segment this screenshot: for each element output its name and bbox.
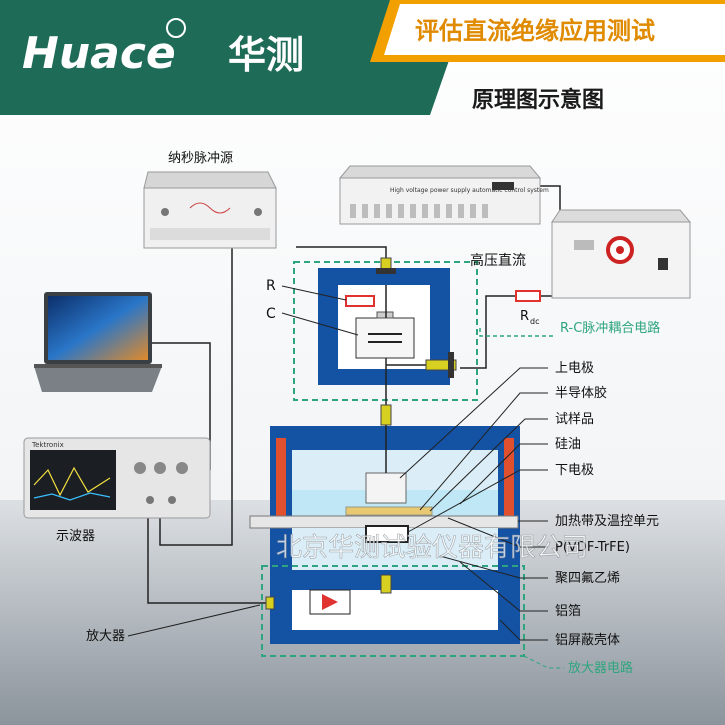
pulse-source-device — [143, 171, 277, 249]
heater-left — [276, 438, 286, 524]
wire-pulse-to-scope — [159, 245, 233, 546]
pulse-source-label: 纳秒脉冲源 — [168, 151, 233, 166]
subtitle: 原理图示意图 — [472, 87, 604, 113]
wire-scope-to-amp — [147, 510, 270, 604]
rc-label-connector — [479, 328, 556, 337]
callout-label: 铝屏蔽壳体 — [555, 633, 620, 648]
rc-circuit-label: R-C脉冲耦合电路 — [560, 320, 660, 336]
leader-silicone-oil — [459, 443, 548, 505]
leader-pvdf — [447, 517, 548, 548]
sample-film — [345, 506, 433, 516]
hv-supply-rack — [338, 165, 542, 225]
brand-cn: 华测 — [228, 33, 304, 77]
r-leader — [281, 285, 347, 301]
callout-label: 上电极 — [555, 361, 594, 376]
callout-label: 硅油 — [555, 437, 581, 452]
insulator-bottom — [380, 574, 392, 594]
insulator-top-collar — [376, 268, 396, 274]
amp-circuit-label: 放大器电路 — [568, 660, 633, 676]
amplifier-label: 放大器 — [86, 629, 125, 644]
callout-label: 加热带及温控单元 — [555, 514, 659, 529]
r-label: R — [266, 278, 276, 294]
rdc-subscript: dc — [530, 317, 539, 326]
insulator-mid — [380, 404, 392, 426]
capacitor-cap — [376, 311, 394, 319]
header: Huace 华测 评估直流绝缘应用测试 原理图示意图 — [0, 0, 725, 115]
leader-al-shield — [499, 619, 548, 641]
leader-semiconductive — [419, 392, 548, 511]
callout-label: 试样品 — [555, 412, 594, 427]
leader-upper-electrode — [399, 367, 548, 479]
leader-sample — [429, 418, 548, 512]
hv-supply-label: 高压直流 — [470, 252, 526, 269]
watermark: 北京华测试验仪器有限公司 — [276, 533, 588, 563]
insulator-side-collar — [448, 352, 454, 378]
callout-label: P(VDF-TrFE) — [555, 540, 630, 555]
title-banner-inner — [384, 4, 725, 55]
oscilloscope-brand: Tektronix — [31, 441, 64, 449]
c-label: C — [266, 306, 276, 322]
lower-electrode — [365, 525, 409, 543]
callout-label: 铝箔 — [555, 603, 581, 619]
leader-amplifier — [127, 604, 261, 637]
callout-leaders — [127, 367, 564, 669]
logo-text: Huace — [22, 28, 176, 79]
upper-electrode — [365, 472, 407, 504]
resistor-r — [345, 295, 375, 307]
rdc-label: R — [520, 309, 529, 324]
leader-ptfe — [439, 555, 548, 579]
leader-lower-electrode — [407, 469, 548, 533]
logo-globe-icon — [166, 18, 186, 38]
amp-connector — [265, 596, 275, 610]
capacitor-box — [355, 317, 415, 359]
resistor-rdc — [515, 290, 541, 302]
insulator-side — [425, 359, 457, 371]
amp-circuit-box — [261, 565, 525, 657]
hv-unit — [551, 209, 692, 299]
banner-title: 评估直流绝缘应用测试 — [415, 17, 655, 45]
callout-label: 半导体胶 — [555, 385, 607, 401]
callout-label: 聚四氟乙烯 — [555, 571, 620, 586]
brand-panel — [0, 0, 470, 115]
amplifier-symbol-icon — [322, 594, 338, 610]
heater-right — [504, 438, 514, 524]
laptop — [34, 292, 162, 392]
oscilloscope-device — [23, 437, 211, 519]
wire-scope-to-laptop — [152, 342, 211, 470]
oscilloscope-label: 示波器 — [56, 529, 95, 544]
c-leader — [281, 312, 359, 336]
callout-label: 下电极 — [555, 463, 594, 478]
hv-panel-text: High voltage power supply automatic cont… — [390, 187, 549, 194]
leader-amp-circuit — [523, 655, 564, 669]
leader-al-foil — [459, 561, 548, 612]
